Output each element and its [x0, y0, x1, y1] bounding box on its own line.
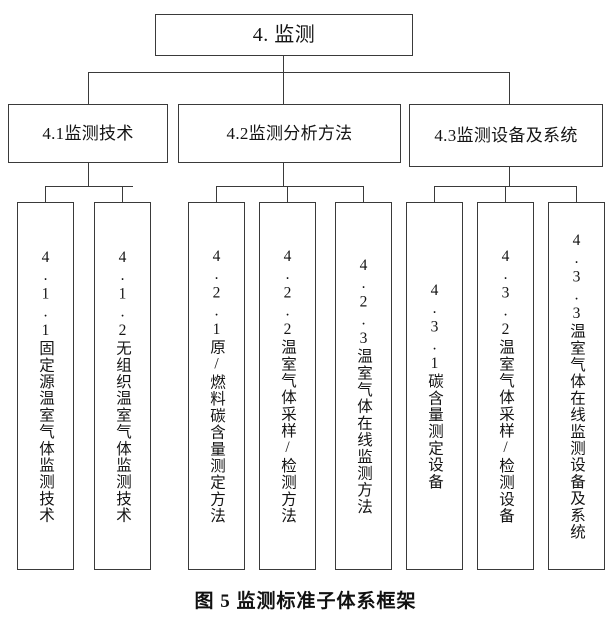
- node-branch-2-label: 4.2监测分析方法: [226, 123, 353, 143]
- node-leaf-fuel-carbon-content-determination-method[interactable]: 4.2.1原/燃料碳含量测定方法: [188, 202, 245, 570]
- node-branch-monitoring-technology[interactable]: 4.1监测技术: [8, 104, 168, 163]
- node-leaf-3-2-label: 4.3.2温室气体采样/检测设备: [497, 247, 515, 525]
- node-leaf-2-3-label: 4.2.3温室气体在线监测方法: [355, 257, 373, 515]
- connector-branch-1-bus: [45, 186, 133, 188]
- connector-branch-2-drop: [283, 163, 285, 186]
- node-leaf-3-1-label: 4.3.1碳含量测定设备: [426, 282, 444, 490]
- connector-branch-2-bus: [216, 186, 364, 188]
- node-branch-monitoring-equipment-system[interactable]: 4.3监测设备及系统: [409, 104, 603, 167]
- connector-bus-to-branch-1: [88, 72, 90, 104]
- node-root-monitoring[interactable]: 4. 监测: [155, 14, 413, 56]
- node-root-label: 4. 监测: [252, 23, 316, 46]
- node-leaf-fixed-source-ghg-monitoring-technology[interactable]: 4.1.1固定源温室气体监测技术: [17, 202, 74, 570]
- connector-branch-3-to-leaf-2: [505, 186, 507, 202]
- connector-bus-to-branch-2: [283, 72, 285, 104]
- connector-branch-2-to-leaf-1: [216, 186, 218, 202]
- node-branch-1-label: 4.1监测技术: [42, 123, 134, 143]
- node-leaf-1-2-label: 4.1.2无组织温室气体监测技术: [114, 248, 132, 524]
- figure-caption: 图 5 监测标准子体系框架: [194, 591, 417, 612]
- node-leaf-carbon-content-determination-equipment[interactable]: 4.3.1碳含量测定设备: [406, 202, 463, 570]
- node-branch-3-label: 4.3监测设备及系统: [434, 125, 578, 145]
- connector-branch-2-to-leaf-2: [287, 186, 289, 202]
- node-leaf-ghg-sampling-detection-equipment[interactable]: 4.3.2温室气体采样/检测设备: [477, 202, 534, 570]
- node-leaf-ghg-online-monitoring-equipment-system[interactable]: 4.3.3温室气体在线监测设备及系统: [548, 202, 605, 570]
- connector-branch-3-drop: [509, 167, 511, 186]
- connector-branch-1-to-leaf-2: [122, 186, 124, 202]
- connector-branch-2-to-leaf-3: [363, 186, 365, 202]
- node-leaf-3-3-label: 4.3.3温室气体在线监测设备及系统: [568, 231, 586, 541]
- connector-branch-3-to-leaf-3: [576, 186, 578, 202]
- connector-branch-1-to-leaf-1: [45, 186, 47, 202]
- node-leaf-2-1-label: 4.2.1原/燃料碳含量测定方法: [208, 247, 226, 525]
- node-branch-monitoring-analysis-method[interactable]: 4.2监测分析方法: [178, 104, 401, 163]
- node-leaf-fugitive-ghg-monitoring-technology[interactable]: 4.1.2无组织温室气体监测技术: [94, 202, 151, 570]
- node-leaf-1-1-label: 4.1.1固定源温室气体监测技术: [37, 248, 55, 524]
- connector-bus-to-branch-3: [509, 72, 511, 104]
- connector-branch-1-drop: [88, 163, 90, 186]
- connector-level2-bus: [88, 72, 510, 74]
- node-leaf-ghg-online-monitoring-method[interactable]: 4.2.3温室气体在线监测方法: [335, 202, 392, 570]
- node-leaf-2-2-label: 4.2.2温室气体采样/检测方法: [279, 247, 297, 525]
- node-leaf-ghg-sampling-detection-method[interactable]: 4.2.2温室气体采样/检测方法: [259, 202, 316, 570]
- connector-branch-3-to-leaf-1: [434, 186, 436, 202]
